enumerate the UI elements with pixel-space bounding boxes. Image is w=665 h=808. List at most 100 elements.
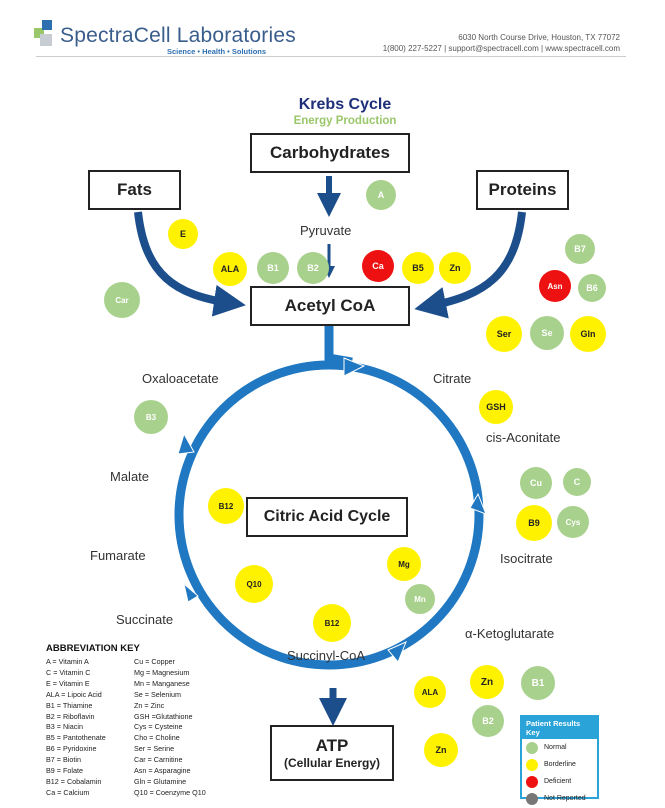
header-divider — [36, 56, 626, 57]
abbreviation-entry: B1 = Thiamine — [46, 700, 93, 710]
nutrient-b2-top: B2 — [297, 252, 329, 284]
abbreviation-entry: C = Vitamin C — [46, 667, 91, 677]
nutrient-mn: Mn — [405, 584, 435, 614]
atp-box: ATP (Cellular Energy) — [270, 725, 394, 781]
abbreviation-entry: Q10 = Coenzyme Q10 — [134, 787, 206, 797]
results-key-item: Deficient — [522, 773, 597, 790]
isocitrate-label: Isocitrate — [500, 551, 553, 566]
ketoglutarate-label: α-Ketoglutarate — [465, 626, 555, 641]
abbreviation-entry: B6 = Pyridoxine — [46, 744, 97, 754]
abbreviation-entry: B9 = Folate — [46, 766, 83, 776]
nutrient-b5: B5 — [402, 252, 434, 284]
cycle-arrow-right — [469, 492, 487, 515]
succinyl-coa-label: Succinyl-CoA — [287, 648, 366, 663]
results-key-item: Normal — [522, 739, 597, 756]
status-dot-icon — [526, 775, 538, 788]
atp-sublabel: (Cellular Energy) — [283, 756, 381, 770]
oxaloacetate-label: Oxaloacetate — [142, 371, 219, 386]
abbreviation-entry: Asn = Asparagine — [134, 766, 191, 776]
pyruvate-label: Pyruvate — [300, 223, 352, 238]
citrate-label: Citrate — [433, 371, 472, 386]
status-dot-icon — [526, 741, 538, 754]
cycle-arrow-left — [177, 432, 195, 455]
nutrient-ca: Ca — [362, 250, 394, 282]
abbreviation-entry: Zn = Zinc — [134, 700, 165, 710]
abbreviation-entry: Se = Selenium — [134, 689, 181, 699]
nutrient-b12-left: B12 — [208, 488, 244, 524]
nutrient-cu: Cu — [520, 467, 552, 499]
diagram-subtitle: Energy Production — [293, 115, 397, 127]
abbreviation-entry: Ca = Calcium — [46, 787, 90, 797]
abbreviation-entry: E = Vitamin E — [46, 678, 90, 688]
company-name: SpectraCell Laboratories — [60, 24, 296, 47]
results-key-title: Patient Results Key — [522, 717, 597, 739]
abbreviation-key-title: ABBREVIATION KEY — [46, 643, 140, 654]
abbreviation-entry: Cys = Cysteine — [134, 722, 183, 732]
fats-to-acetyl-arrow — [134, 211, 246, 317]
nutrient-a: A — [366, 180, 396, 210]
abbreviation-entry: Mn = Manganese — [134, 678, 190, 688]
nutrient-asn: Asn — [539, 270, 571, 302]
nutrient-q10: Q10 — [235, 565, 273, 603]
cis-aconitate-label: cis-Aconitate — [486, 430, 561, 445]
nutrient-cys: Cys — [557, 506, 589, 538]
proteins-box: Proteins — [476, 170, 569, 210]
nutrient-b1-top: B1 — [257, 252, 289, 284]
nutrient-c: C — [563, 468, 591, 496]
nutrient-ser: Ser — [486, 316, 522, 352]
nutrient-se: Se — [530, 316, 564, 350]
cycle-arrow-top — [343, 357, 366, 377]
nutrient-zn-bottom: Zn — [424, 733, 458, 767]
abbreviation-entry: Mg = Magnesium — [134, 667, 190, 677]
nutrient-b6: B6 — [578, 274, 606, 302]
cycle-arrow-lower-left — [183, 582, 199, 603]
nutrient-zn-top: Zn — [439, 252, 471, 284]
acetyl-to-cycle-connector — [324, 326, 353, 367]
results-key-label: Deficient — [544, 778, 572, 785]
abbreviation-entry: B12 = Cobalamin — [46, 776, 102, 786]
acetyl-coa-box: Acetyl CoA — [250, 286, 410, 326]
status-dot-icon — [526, 792, 538, 805]
results-key-item: Borderline — [522, 756, 597, 773]
cycle-arrow-bottom — [387, 641, 407, 663]
citric-acid-cycle-box: Citric Acid Cycle — [246, 497, 408, 537]
nutrient-b9: B9 — [516, 505, 552, 541]
abbreviation-entry: Car = Carnitine — [134, 755, 183, 765]
nutrient-car: Car — [104, 282, 140, 318]
nutrient-ala-top: ALA — [213, 252, 247, 286]
logo-mark-icon — [34, 20, 52, 46]
nutrient-b12-bottom: B12 — [313, 604, 351, 642]
nutrient-b2-bottom: B2 — [472, 705, 504, 737]
nutrient-gln: Gln — [570, 316, 606, 352]
abbreviation-entry: B3 = Niacin — [46, 722, 83, 732]
abbreviation-entry: B7 = Biotin — [46, 755, 81, 765]
company-address: 6030 North Course Drive, Houston, TX 770… — [458, 33, 620, 42]
status-dot-icon — [526, 758, 538, 771]
abbreviation-entry: Ser = Serine — [134, 744, 175, 754]
nutrient-b7: B7 — [565, 234, 595, 264]
nutrient-zn-mid: Zn — [470, 665, 504, 699]
malate-label: Malate — [110, 469, 150, 484]
atp-label: ATP — [315, 736, 349, 755]
nutrient-gsh: GSH — [479, 390, 513, 424]
results-key-label: Not Reported — [544, 795, 586, 802]
abbreviation-entry: B2 = Riboflavin — [46, 711, 95, 721]
fumarate-label: Fumarate — [90, 548, 146, 563]
nutrient-b1-bottom: B1 — [521, 666, 555, 700]
carbohydrates-box: Carbohydrates — [250, 133, 410, 173]
nutrient-ala-bottom: ALA — [414, 676, 446, 708]
results-key-label: Normal — [544, 744, 567, 751]
nutrient-e: E — [168, 219, 198, 249]
company-tagline: Science • Health • Solutions — [167, 47, 267, 56]
nutrient-mg: Mg — [387, 547, 421, 581]
results-key-label: Borderline — [544, 761, 576, 768]
citric-cycle-ring — [174, 360, 484, 670]
fats-box: Fats — [88, 170, 181, 210]
abbreviation-entry: ALA = Lipoic Acid — [46, 689, 102, 699]
abbreviation-entry: Gln = Glutamine — [134, 776, 187, 786]
abbreviation-entry: B5 = Pantothenate — [46, 733, 106, 743]
